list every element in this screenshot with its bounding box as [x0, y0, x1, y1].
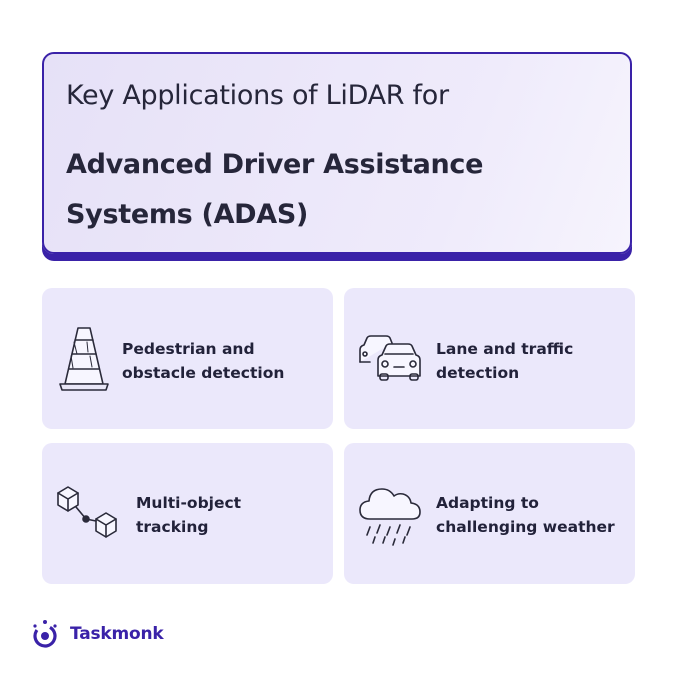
connected-cubes-icon [57, 486, 117, 538]
card-label: Adapting to challenging weather [436, 494, 615, 536]
title-line-2: Advanced Driver Assistance Systems (ADAS… [66, 149, 484, 230]
header-card: Key Applications of LiDAR for Advanced D… [42, 52, 632, 254]
taskmonk-logo: Taskmonk [30, 619, 164, 649]
card-label: Pedestrian and obstacle detection [122, 340, 285, 382]
cars-icon [359, 335, 421, 381]
card-weather: Adapting to challenging weather [344, 443, 635, 584]
card-multi-object: Multi-object tracking [42, 443, 333, 584]
traffic-cone-icon [59, 327, 109, 391]
rain-cloud-icon [359, 488, 421, 546]
card-pedestrian-obstacle: Pedestrian and obstacle detection [42, 288, 333, 429]
brand-name: Taskmonk [70, 624, 164, 644]
title-line-1: Key Applications of LiDAR for [66, 80, 449, 111]
card-label: Lane and traffic detection [436, 340, 574, 382]
taskmonk-logo-icon [33, 620, 57, 648]
card-label: Multi-object tracking [136, 494, 242, 536]
card-lane-traffic: Lane and traffic detection [344, 288, 635, 429]
